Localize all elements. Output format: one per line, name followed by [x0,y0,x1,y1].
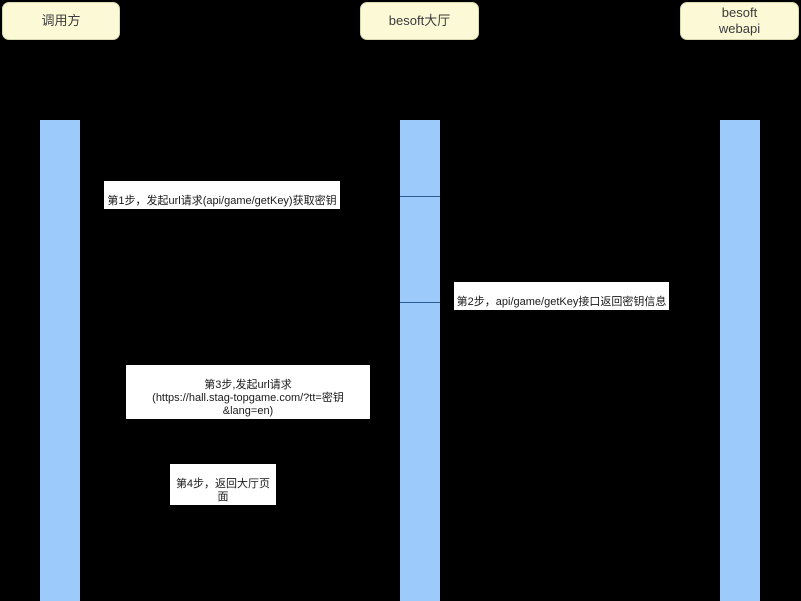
message-label-step-2: 第2步，api/game/getKey接口返回密钥信息 [454,282,669,310]
message-text-step-1: 第1步，发起url请求(api/game/getKey)获取密钥 [107,195,337,207]
lifeline-besoft-webapi [720,120,760,601]
message-label-step-3: 第3步,发起url请求 (https://hall.stag-topgame.c… [126,365,370,419]
message-text-step-2: 第2步，api/game/getKey接口返回密钥信息 [456,296,667,308]
participant-box-besoft-webapi[interactable]: besoft webapi [680,2,799,40]
participant-label-besoft-webapi: besoft webapi [718,5,761,36]
lifeline-segment-besoft-hall-2 [400,302,440,601]
participant-box-caller[interactable]: 调用方 [2,2,120,40]
message-text-step-4: 第4步，返回大厅页面 [175,478,271,503]
message-text-step-3: 第3步,发起url请求 (https://hall.stag-topgame.c… [152,379,344,417]
message-label-step-1: 第1步，发起url请求(api/game/getKey)获取密钥 [104,181,340,209]
message-label-step-4: 第4步，返回大厅页面 [170,464,276,505]
lifeline-segment-besoft-hall-1 [400,196,440,302]
lifeline-caller [40,120,80,601]
participant-label-besoft-hall: besoft大厅 [388,13,451,28]
participant-label-caller: 调用方 [41,13,81,28]
participant-box-besoft-hall[interactable]: besoft大厅 [360,2,479,40]
